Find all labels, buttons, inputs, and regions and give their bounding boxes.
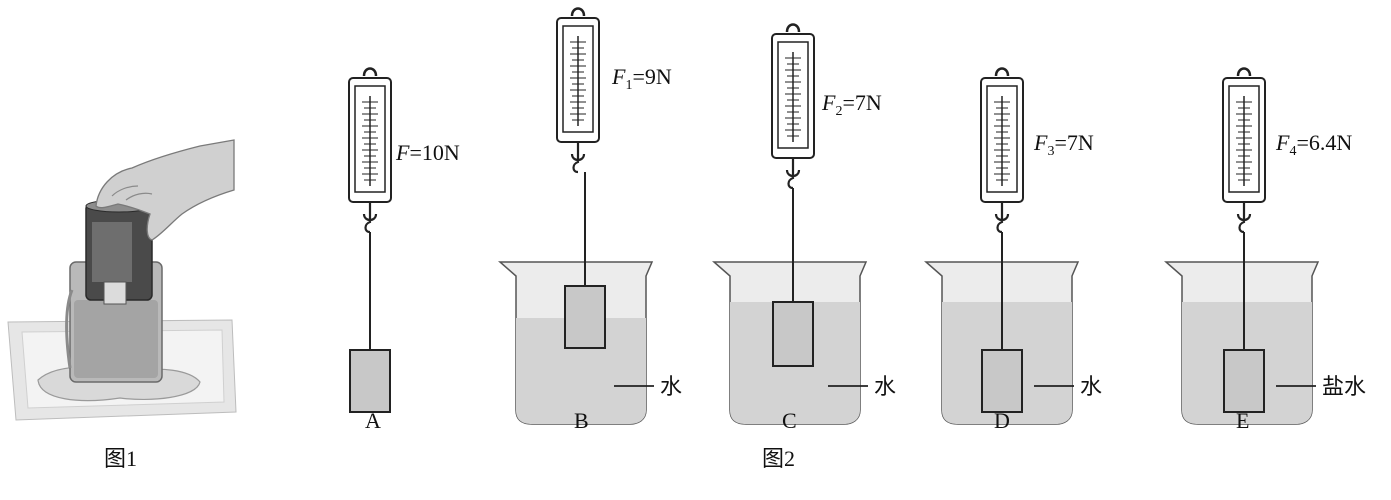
block-a bbox=[349, 349, 391, 413]
setup-d: 水 F3=7N D bbox=[924, 67, 1102, 433]
figure1-caption: 图1 bbox=[104, 446, 137, 471]
figure1-photo bbox=[7, 139, 237, 421]
liquid-label-c: 水 bbox=[874, 374, 896, 399]
setup-b: 水 F1=9N B bbox=[498, 7, 682, 433]
block-e bbox=[1223, 349, 1265, 413]
force-label-a: F=10N bbox=[395, 140, 460, 165]
spring-scale-c bbox=[771, 23, 815, 190]
setup-letter-b: B bbox=[574, 408, 589, 433]
photo-can-label bbox=[92, 222, 132, 282]
force-label-c: F2=7N bbox=[821, 90, 882, 119]
scale-ticks-e bbox=[1236, 101, 1252, 181]
force-label-e: F4=6.4N bbox=[1275, 130, 1352, 159]
scale-ticks-b bbox=[570, 41, 586, 121]
block-b bbox=[564, 285, 606, 349]
liquid-label-e: 盐水 bbox=[1322, 374, 1366, 399]
setup-letter-c: C bbox=[782, 408, 797, 433]
scale-ticks-d bbox=[994, 101, 1010, 181]
setup-a: F=10N A bbox=[348, 67, 460, 433]
liquid-b bbox=[516, 318, 646, 424]
photo-can-tag bbox=[103, 281, 127, 305]
liquid-label-d: 水 bbox=[1080, 374, 1102, 399]
scale-ticks-c bbox=[785, 57, 801, 137]
photo-hand bbox=[95, 139, 235, 241]
spring-scale-a bbox=[348, 67, 392, 234]
block-c bbox=[772, 301, 814, 367]
setup-letter-e: E bbox=[1236, 408, 1249, 433]
scale-ticks-a bbox=[362, 101, 378, 181]
spring-scale-e bbox=[1222, 67, 1266, 234]
force-label-d: F3=7N bbox=[1033, 130, 1094, 159]
spring-scale-d bbox=[980, 67, 1024, 234]
setup-c: 水 F2=7N C bbox=[712, 23, 896, 433]
setup-e: 盐水 F4=6.4N E bbox=[1164, 67, 1366, 433]
force-label-b: F1=9N bbox=[611, 64, 672, 93]
setup-letter-a: A bbox=[365, 408, 381, 433]
figure2-caption: 图2 bbox=[762, 446, 795, 471]
photo-beaker-water bbox=[74, 300, 158, 378]
photo-hand-fingers bbox=[111, 185, 153, 201]
spring-scale-b bbox=[556, 7, 600, 174]
block-d bbox=[981, 349, 1023, 413]
overflow-stream bbox=[65, 289, 74, 369]
liquid-label-b: 水 bbox=[660, 374, 682, 399]
setup-letter-d: D bbox=[994, 408, 1010, 433]
